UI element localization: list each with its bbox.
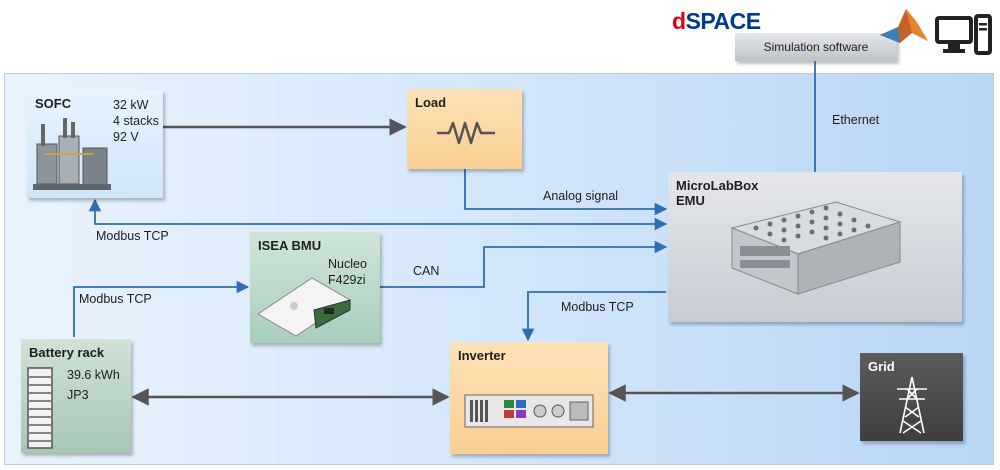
microlabbox-node: MicroLabBox EMU	[668, 172, 962, 322]
microlabbox-title: MicroLabBox	[676, 178, 759, 193]
grid-title: Grid	[868, 359, 895, 374]
battery-rack-node: Battery rack 39.6 kWh JP3	[21, 339, 131, 453]
resistor-icon	[437, 121, 495, 145]
inverter-title: Inverter	[458, 348, 506, 363]
modbus-inverter-line	[521, 291, 666, 342]
battery-rack-icon	[27, 367, 53, 449]
sofc-stacks: 4 stacks	[113, 114, 159, 128]
sofc-node: SOFC 32 kW 4 stacks 92 V	[27, 90, 163, 198]
bmu-board-icon	[257, 277, 351, 337]
dspace-logo: dSPACE	[672, 8, 761, 34]
load-node: Load	[407, 89, 522, 169]
can-line	[380, 240, 668, 288]
inverter-node: Inverter	[450, 342, 608, 454]
modbus-battery-label: Modbus TCP	[79, 292, 152, 306]
sofc-voltage: 92 V	[113, 130, 139, 144]
load-title: Load	[415, 95, 447, 110]
modbus-battery-line	[73, 280, 250, 337]
battery-capacity: 39.6 kWh	[67, 368, 120, 382]
can-label: CAN	[413, 264, 440, 278]
modbus-inverter-label: Modbus TCP	[561, 300, 634, 314]
ethernet-label: Ethernet	[832, 113, 880, 127]
simulation-software-box: Simulation software	[735, 33, 897, 61]
sofc-stack-icon	[33, 118, 111, 190]
sofc-power: 32 kW	[113, 98, 149, 112]
bmu-board-line1: Nucleo	[328, 257, 367, 271]
modbus-sofc-line	[88, 198, 668, 231]
matlab-logo-icon	[880, 9, 928, 43]
bmu-title: ISEA BMU	[258, 238, 322, 253]
microlabbox-subtitle: EMU	[676, 193, 705, 208]
grid-node: Grid	[860, 353, 963, 441]
desktop-computer-icon	[935, 14, 992, 55]
analog-signal-label: Analog signal	[543, 189, 619, 203]
microlabbox-device-icon	[730, 201, 902, 295]
transmission-tower-icon	[897, 376, 927, 434]
bmu-board-line2: F429zi	[328, 273, 366, 287]
modbus-sofc-label: Modbus TCP	[96, 229, 169, 243]
inverter-device-icon	[464, 394, 594, 428]
sofc-title: SOFC	[35, 96, 72, 111]
isea-bmu-node: ISEA BMU Nucleo F429zi	[250, 232, 380, 343]
battery-type: JP3	[67, 388, 89, 402]
battery-title: Battery rack	[29, 345, 105, 360]
